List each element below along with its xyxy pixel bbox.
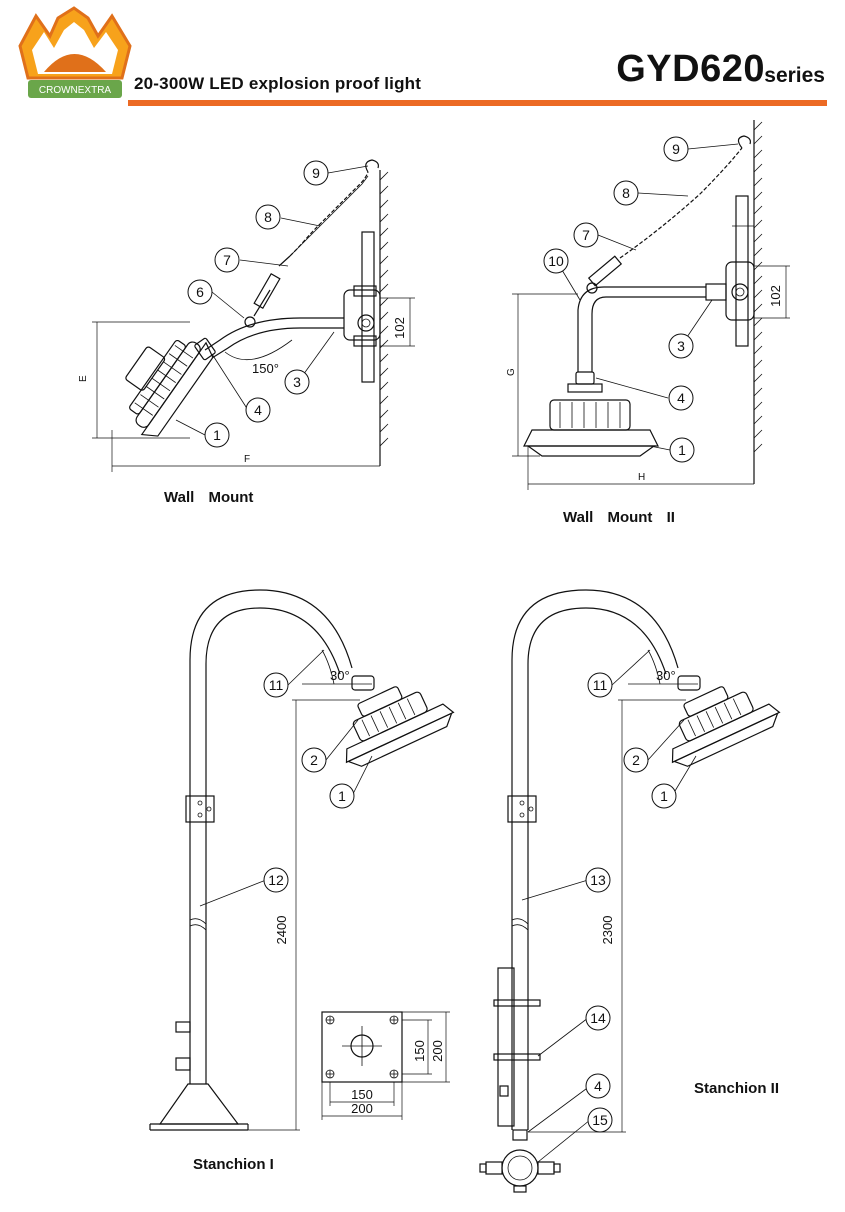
- callout-14-st2: 14: [585, 1005, 611, 1031]
- svg-text:1: 1: [678, 442, 686, 458]
- dim-g-label: G: [506, 368, 517, 376]
- dim-102-wm1: 102: [392, 317, 407, 339]
- svg-text:CROWNEXTRA: CROWNEXTRA: [39, 85, 112, 96]
- dim-102-wm2: 102: [768, 285, 783, 307]
- callout-8-wm2: 8: [613, 180, 639, 206]
- callout-7-wm1: 7: [214, 247, 240, 273]
- dim-e-label: E: [78, 375, 89, 382]
- callout-2-st2: 2: [623, 747, 649, 773]
- dim-200-v: 200: [430, 1040, 445, 1062]
- caption-stanchion-2: Stanchion II: [694, 1080, 780, 1097]
- callout-9-wm2: 9: [663, 136, 689, 162]
- angle-label-st2: 30°: [656, 668, 676, 683]
- dim-2300-label: 2300: [600, 916, 615, 945]
- wall-mount-1-drawing: 150° E F 102 9 8 7 6 3 4 1: [78, 159, 415, 472]
- callout-7-wm2: 7: [573, 222, 599, 248]
- svg-text:8: 8: [622, 185, 630, 201]
- callout-6-wm1: 6: [187, 279, 213, 305]
- svg-text:9: 9: [672, 141, 680, 157]
- caption-stanchion-1: Stanchion I: [193, 1156, 274, 1173]
- stanchion-2-drawing: 30° 2300 11 2 1 13 14 4 15: [479, 589, 781, 1193]
- callout-12-st1: 12: [263, 867, 289, 893]
- callout-1-st1: 1: [329, 783, 355, 809]
- svg-text:4: 4: [254, 402, 262, 418]
- dim-h-label: H: [638, 472, 645, 483]
- svg-text:4: 4: [677, 390, 685, 406]
- svg-text:3: 3: [293, 374, 301, 390]
- callout-3-wm2: 3: [668, 333, 694, 359]
- callout-9-wm1: 9: [303, 160, 329, 186]
- svg-text:1: 1: [338, 788, 346, 804]
- svg-text:1: 1: [660, 788, 668, 804]
- svg-text:3: 3: [677, 338, 685, 354]
- svg-text:15: 15: [592, 1112, 608, 1128]
- wall-mount-2-drawing: G H 102 9 8 7 10 3 4 1: [506, 120, 790, 490]
- callout-13-st2: 13: [585, 867, 611, 893]
- svg-text:11: 11: [593, 677, 608, 693]
- series-label: series: [764, 64, 825, 87]
- svg-text:1: 1: [213, 427, 221, 443]
- page-subtitle: 20-300W LED explosion proof light: [134, 74, 422, 93]
- callout-4-wm2: 4: [668, 385, 694, 411]
- callout-1-st2: 1: [651, 783, 677, 809]
- callout-3-wm1: 3: [284, 369, 310, 395]
- callout-4-st2: 4: [585, 1073, 611, 1099]
- caption-wall-mount-1: Wall Mount: [164, 489, 254, 506]
- svg-text:9: 9: [312, 165, 320, 181]
- svg-text:7: 7: [223, 252, 231, 268]
- dim-150-h: 150: [351, 1087, 373, 1102]
- dim-f-label: F: [244, 454, 250, 465]
- callout-1-wm1: 1: [204, 422, 230, 448]
- svg-text:8: 8: [264, 209, 272, 225]
- crownextra-logo: CROWNEXTRA: [14, 6, 136, 104]
- callout-11-st1: 11: [263, 672, 289, 698]
- crown-logo-icon: CROWNEXTRA: [18, 6, 132, 98]
- svg-text:4: 4: [594, 1078, 602, 1094]
- caption-wall-mount-2: Wall Mount II: [563, 509, 675, 526]
- svg-text:13: 13: [590, 872, 606, 888]
- stanchion-1-drawing: 30° 2400 11 2 1 12: [149, 589, 455, 1131]
- callout-8-wm1: 8: [255, 204, 281, 230]
- callout-10-wm2: 10: [543, 248, 569, 274]
- model-title: GYD620: [616, 48, 765, 90]
- svg-text:2: 2: [310, 752, 318, 768]
- callout-11-st2: 11: [587, 672, 613, 698]
- svg-text:10: 10: [548, 253, 564, 269]
- callout-4-wm1: 4: [245, 397, 271, 423]
- callout-1-wm2: 1: [669, 437, 695, 463]
- svg-text:7: 7: [582, 227, 590, 243]
- callout-2-st1: 2: [301, 747, 327, 773]
- base-plate-drawing: 150 200 150 200: [321, 1011, 450, 1120]
- svg-text:2: 2: [632, 752, 640, 768]
- svg-text:6: 6: [196, 284, 204, 300]
- svg-text:12: 12: [268, 872, 284, 888]
- callout-15-st2: 15: [587, 1107, 613, 1133]
- header-divider: [128, 100, 827, 106]
- dim-200-h: 200: [351, 1101, 373, 1116]
- angle-label-st1: 30°: [330, 668, 350, 683]
- dim-2400-label: 2400: [274, 916, 289, 945]
- svg-text:11: 11: [269, 677, 284, 693]
- angle-label-wm1: 150°: [252, 361, 279, 376]
- dim-150-v: 150: [412, 1040, 427, 1062]
- svg-text:14: 14: [590, 1010, 606, 1026]
